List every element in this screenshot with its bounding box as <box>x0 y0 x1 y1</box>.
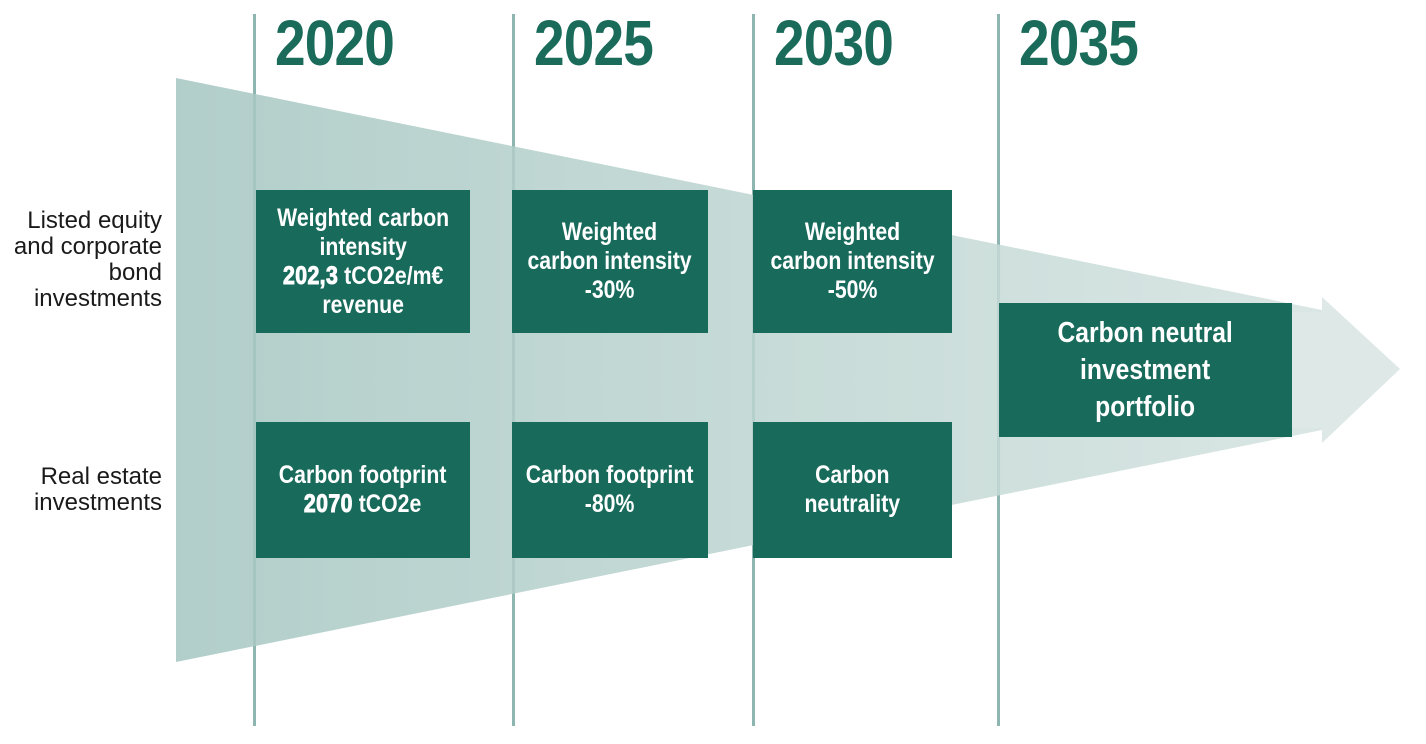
milestone-line: carbon intensity <box>770 247 935 275</box>
milestone-line: Weighted carbon <box>277 203 449 232</box>
year-label-2025: 2025 <box>534 7 654 79</box>
year-label-2030: 2030 <box>774 7 894 79</box>
metric-value: -30% <box>585 276 635 304</box>
milestone-box-real-estate-2025: Carbon footprint -80% <box>512 422 708 558</box>
milestone-box-real-estate-2030: Carbon neutrality <box>753 422 952 558</box>
milestone-line: neutrality <box>804 490 901 518</box>
milestone-box-equity-2020: Weighted carbon intensity 202,3 tCO2e/m€… <box>256 190 470 333</box>
row-label-equity: Listed equity and corporate bond investm… <box>0 208 162 312</box>
row-label-line: bond <box>108 259 162 286</box>
metric-value: -50% <box>827 276 878 304</box>
milestone-box-equity-2030: Weighted carbon intensity -50% <box>753 190 952 333</box>
goal-line: Carbon neutral <box>1057 316 1234 349</box>
metric-value: 2070 <box>304 490 354 519</box>
row-label-line: investments <box>33 489 162 516</box>
milestone-line: carbon intensity <box>527 247 693 275</box>
metric-value: 202,3 <box>282 261 339 290</box>
milestone-line: Carbon <box>815 461 890 489</box>
milestone-box-real-estate-2020: Carbon footprint 2070 tCO2e <box>256 422 470 558</box>
metric-unit: tCO2e <box>353 490 422 518</box>
row-label-line: and corporate <box>13 233 162 260</box>
milestone-line: revenue <box>322 290 404 319</box>
goal-line: portfolio <box>1095 390 1196 423</box>
row-label-line: investments <box>33 285 162 312</box>
row-label-line: Listed equity <box>27 207 162 234</box>
milestone-line: 202,3 tCO2e/m€ <box>277 261 449 291</box>
milestone-line: Carbon footprint <box>279 461 447 489</box>
year-label-2020: 2020 <box>275 7 395 79</box>
row-label-real-estate: Real estate investments <box>0 464 162 516</box>
goal-line: investment <box>1080 353 1211 386</box>
milestone-line: 2070 tCO2e <box>279 490 447 519</box>
metric-unit: tCO2e/m€ <box>338 261 444 290</box>
milestone-line: Weighted <box>562 218 658 246</box>
metric-value: -80% <box>585 490 635 518</box>
year-label-2035: 2035 <box>1019 7 1139 79</box>
row-label-line: Real estate <box>40 463 162 490</box>
milestone-line: Carbon footprint <box>526 461 694 489</box>
goal-box-carbon-neutral: Carbon neutral investment portfolio <box>999 303 1292 437</box>
milestone-box-equity-2025: Weighted carbon intensity -30% <box>512 190 708 333</box>
milestone-line: Weighted <box>804 218 901 246</box>
milestone-line: intensity <box>319 232 407 261</box>
